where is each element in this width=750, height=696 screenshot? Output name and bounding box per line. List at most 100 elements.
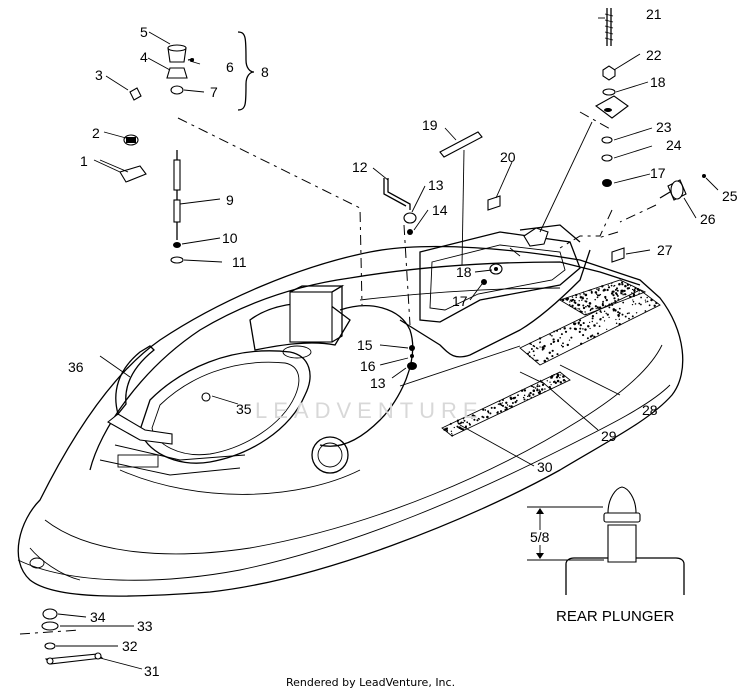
mat-speckle (573, 299, 576, 302)
mat-speckle (596, 306, 599, 309)
mat-speckle (638, 290, 641, 292)
mat-speckle (486, 415, 489, 419)
mat-speckle (618, 318, 621, 320)
mat-speckle (594, 291, 598, 294)
mat-speckle (550, 376, 553, 379)
mat-speckle (595, 312, 598, 315)
mat-speckle (646, 300, 649, 303)
mat-speckle (625, 293, 627, 296)
mat-speckle (560, 374, 562, 376)
mat-speckle (559, 328, 561, 330)
callout-8: 8 (261, 64, 269, 80)
mat-speckle (458, 422, 461, 425)
mat-speckle (522, 396, 525, 399)
mat-speckle (532, 357, 534, 359)
mat-speckle (631, 292, 633, 294)
mat-speckle (584, 300, 587, 302)
mat-speckle (591, 315, 595, 318)
callout-24: 24 (666, 137, 682, 153)
mat-speckle (544, 391, 546, 393)
mat-speckle (633, 289, 636, 292)
mat-speckle (578, 330, 581, 333)
mat-speckle (589, 335, 593, 338)
mat-speckle (560, 344, 563, 347)
mat-speckle (541, 383, 545, 387)
mat-speckle (606, 313, 609, 316)
mat-speckle (623, 289, 626, 292)
mat-speckle (543, 344, 546, 348)
mat-speckle (653, 304, 656, 307)
mat-speckle (566, 343, 569, 347)
mat-speckle (596, 322, 598, 324)
mat-speckle (622, 293, 624, 296)
mat-speckle (445, 427, 448, 431)
mat-speckle (556, 353, 559, 356)
mat-speckle (574, 307, 577, 310)
mat-speckle (582, 322, 585, 325)
callout-labels: 1 2 3 4 5 6 7 8 9 10 11 12 13 14 15 16 1… (68, 6, 738, 679)
mat-speckle (551, 374, 554, 378)
mat-speckle (534, 395, 536, 397)
mat-speckle (618, 312, 621, 315)
watermark-text: LEADVENTURE (255, 398, 484, 423)
mat-speckle (549, 381, 551, 383)
mat-speckle (528, 351, 531, 353)
mat-speckle (613, 284, 616, 287)
mat-speckle (596, 293, 598, 295)
callout-leaders (56, 17, 719, 670)
mat-speckle (569, 301, 571, 303)
callout-27: 27 (657, 242, 673, 258)
mat-speckle (450, 430, 453, 432)
mat-speckle (538, 389, 540, 391)
mat-speckle (544, 388, 546, 390)
mat-speckle (487, 410, 490, 413)
mat-speckle (529, 391, 532, 395)
mat-speckle (506, 404, 509, 406)
mat-speckle (582, 328, 584, 330)
mat-speckle (611, 290, 614, 293)
mat-speckle (612, 294, 615, 297)
mat-speckle (532, 389, 536, 392)
mat-speckle (586, 304, 589, 307)
mat-speckle (526, 398, 528, 401)
mat-speckle (632, 293, 636, 296)
callout-17-right: 17 (650, 165, 666, 181)
mat-speckle (460, 421, 463, 424)
mat-speckle (603, 288, 606, 292)
mat-speckle (629, 285, 632, 287)
mat-speckle (571, 296, 574, 298)
mat-speckle (528, 394, 531, 397)
mat-speckle (489, 412, 492, 415)
mat-speckle (614, 299, 617, 302)
mat-speckle (622, 301, 625, 304)
mat-speckle (532, 393, 535, 396)
mat-speckle (638, 292, 640, 294)
mat-speckle (596, 288, 598, 290)
mat-speckle (632, 294, 635, 298)
mat-speckle (536, 385, 539, 388)
mat-speckle (611, 304, 614, 306)
callout-10: 10 (222, 230, 238, 246)
callout-30: 30 (537, 459, 553, 475)
mat-speckle (473, 418, 476, 421)
mat-speckle (579, 294, 581, 296)
mat-speckle (581, 297, 585, 300)
mat-speckle (594, 305, 598, 308)
mat-speckle (520, 389, 524, 392)
mat-speckle (593, 324, 596, 327)
mat-speckle (546, 380, 548, 382)
mat-speckle (478, 418, 481, 420)
mat-speckle (577, 303, 579, 305)
mat-speckle (490, 406, 493, 409)
mat-speckle (635, 312, 638, 314)
mat-speckle (578, 300, 580, 302)
mat-speckle (602, 316, 604, 319)
mat-speckle (614, 309, 617, 312)
mat-speckle (554, 381, 558, 385)
footer-credit: Rendered by LeadVenture, Inc. (286, 676, 455, 689)
mat-speckle (497, 411, 499, 413)
mat-speckle (624, 284, 627, 288)
mat-speckle (569, 304, 571, 306)
mat-speckle (596, 332, 600, 335)
callout-19: 19 (422, 117, 438, 133)
